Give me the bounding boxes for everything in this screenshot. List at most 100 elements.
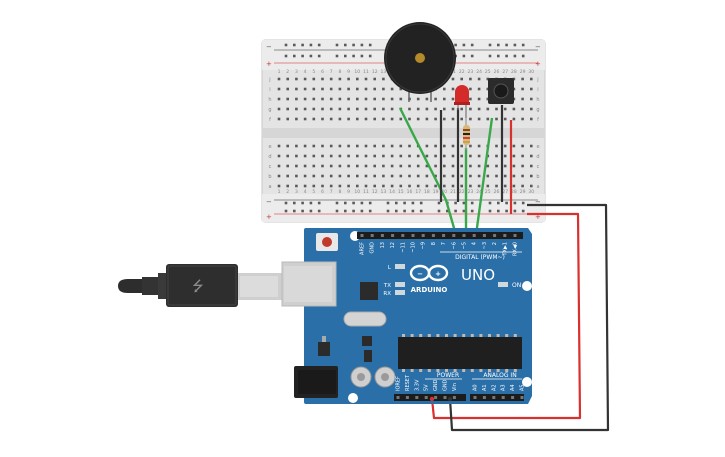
rail-plus-label-bottom-right: + [535,213,541,221]
row-letter: j [268,77,270,83]
header-socket[interactable] [396,396,400,399]
header-socket[interactable] [424,396,428,399]
header-socket[interactable] [415,396,419,399]
column-number: 7 [330,69,333,75]
button-cap[interactable] [493,83,509,99]
rail-hole [317,209,321,213]
breadboard-hole [443,184,446,188]
header-socket[interactable] [411,234,415,237]
breadboard-hole [295,144,298,148]
breadboard-hole [477,77,481,81]
5v-wire-endpoint [429,396,435,402]
header-socket[interactable] [370,234,374,237]
header-socket[interactable] [405,396,409,399]
header-socket[interactable] [503,234,507,237]
piezo-buzzer[interactable] [384,22,456,102]
rail-hole [454,209,457,213]
rail-hole [360,209,364,213]
on-led-label: ON [512,282,521,289]
breadboard[interactable]: − + − + − + − + 112233445566778899101011… [261,39,546,223]
breadboard-hole [321,184,324,188]
header-socket[interactable] [452,396,456,399]
header-socket[interactable] [431,234,435,237]
rail-hole [470,43,474,47]
breadboard-hole [347,184,350,188]
usb-symbol-icon: ⭍ [192,279,204,295]
breadboard-hole [364,144,368,148]
reset-button-cap[interactable] [322,237,332,247]
breadboard-hole [382,184,385,188]
breadboard-hole [530,107,533,111]
breadboard-hole [295,174,298,178]
breadboard-hole [486,184,490,188]
column-number: 8 [338,189,341,195]
header-socket[interactable] [493,234,497,237]
header-socket[interactable] [421,234,425,237]
header-socket[interactable] [501,396,505,399]
breadboard-hole [347,97,350,101]
rail-hole [344,54,347,58]
breadboard-hole [425,154,429,158]
header-socket[interactable] [380,234,384,237]
button-signal-wire[interactable] [474,117,494,236]
header-socket[interactable] [462,234,466,237]
header-socket[interactable] [442,234,446,237]
rail-hole [352,43,355,47]
rail-hole [462,209,466,213]
breadboard-hole [390,97,394,101]
column-number: 7 [330,189,333,195]
breadboard-hole [443,144,446,148]
usb-cable[interactable]: ⭍ [118,264,284,307]
breadboard-hole [434,184,437,188]
header-socket[interactable] [473,396,477,399]
column-number: 23 [468,189,474,195]
header-socket[interactable] [443,396,447,399]
breadboard-hole [512,174,516,178]
chip-pin [470,369,474,372]
breadboard-hole [460,174,463,178]
gnd-supply-wire[interactable] [448,203,610,432]
breadboard-hole [373,174,376,178]
chip-pin [488,369,491,372]
rail-hole [293,43,296,47]
breadboard-hole [416,107,420,111]
rail-hole [309,201,313,205]
red-led[interactable] [454,85,470,118]
header-socket[interactable] [472,234,476,237]
resistor[interactable] [463,118,470,150]
row-letter: a [536,184,539,190]
breadboard-hole [329,117,333,121]
header-socket[interactable] [434,396,438,399]
header-socket[interactable] [360,234,364,237]
breadboard-hole [434,117,437,121]
breadboard-hole [321,107,324,111]
breadboard-hole [356,77,359,81]
breadboard-hole [460,164,463,168]
breadboard-hole [425,117,429,121]
header-socket[interactable] [513,234,517,237]
header-socket[interactable] [492,396,496,399]
pushbutton[interactable] [488,78,514,104]
breadboard-hole [399,87,403,91]
header-socket[interactable] [391,234,395,237]
header-socket[interactable] [482,234,486,237]
row-letter: i [537,87,538,93]
breadboard-hole [347,144,350,148]
header-socket[interactable] [452,234,456,237]
header-socket[interactable] [482,396,486,399]
rail-hole [395,209,398,213]
header-socket[interactable] [401,234,405,237]
breadboard-hole [382,154,385,158]
power-pin-label: RESET [405,374,411,391]
breadboard-hole [286,184,289,188]
power-pin-label: 3.3V [414,379,420,391]
header-socket[interactable] [520,396,524,399]
header-socket[interactable] [511,396,515,399]
breadboard-hole [338,77,342,81]
buzzer-signal-wire[interactable] [398,107,458,236]
column-number: 5 [312,69,315,75]
breadboard-hole [530,77,533,81]
breadboard-hole [321,97,324,101]
5v-supply-wire[interactable] [430,212,582,420]
